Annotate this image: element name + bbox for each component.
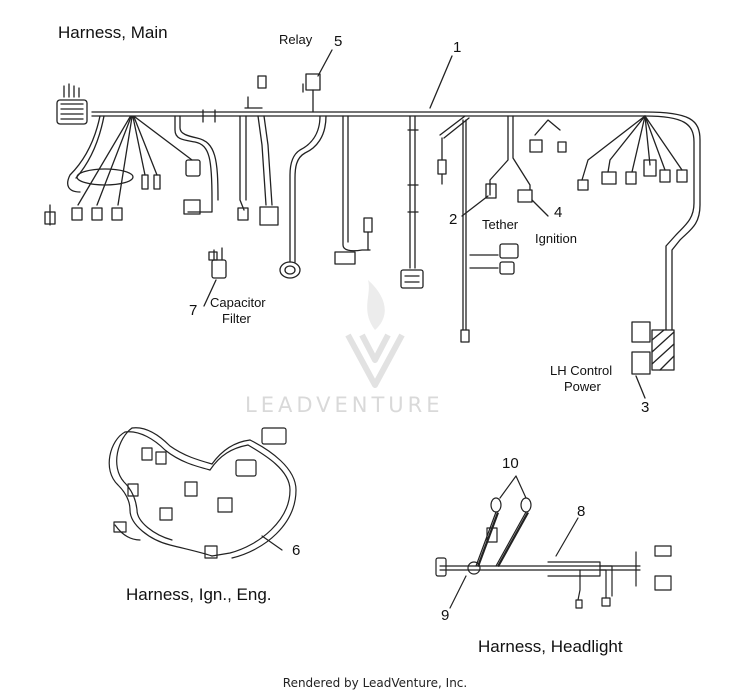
watermark-text: LEADVENTURE xyxy=(245,393,444,417)
ign-eng-harness xyxy=(108,427,297,559)
headlight-harness xyxy=(435,475,672,609)
lh-control-connector-icon xyxy=(631,321,675,375)
main-mid-branches xyxy=(237,75,279,226)
callout-3: 3 xyxy=(641,399,650,416)
side-connectors xyxy=(469,243,519,275)
label-capacitor: Capacitor xyxy=(210,295,266,310)
center-branch xyxy=(334,115,373,265)
label-ignition: Ignition xyxy=(535,231,577,246)
label-relay: Relay xyxy=(279,32,313,47)
callout-8: 8 xyxy=(577,503,586,520)
callout-6: 6 xyxy=(292,542,301,559)
footer-credit: Rendered by LeadVenture, Inc. xyxy=(282,676,468,690)
callout-5: 5 xyxy=(334,33,343,50)
grommet-branch xyxy=(279,115,327,279)
center-drop-branch xyxy=(400,115,424,289)
main-harness-trunk xyxy=(91,111,701,331)
callout-2: 2 xyxy=(449,211,458,228)
callout-7: 7 xyxy=(189,302,198,319)
label-lh-control: LH Control xyxy=(550,363,613,378)
main-loop-branch xyxy=(174,109,219,215)
label-filter: Filter xyxy=(222,311,251,326)
callout-9: 9 xyxy=(441,607,450,624)
main-connector-icon xyxy=(56,83,88,125)
small-angled-branch xyxy=(437,115,470,185)
tether-ignition-branch xyxy=(485,115,533,203)
title-harness-ign-eng: Harness, Ign., Eng. xyxy=(126,585,272,604)
label-power: Power xyxy=(564,379,601,394)
main-left-branches xyxy=(44,115,201,226)
title-harness-headlight: Harness, Headlight xyxy=(478,637,623,656)
callout-leaders-main xyxy=(203,49,646,399)
upper-right-branches xyxy=(529,119,567,153)
title-harness-main: Harness, Main xyxy=(58,23,168,42)
right-fan-branches xyxy=(577,115,688,191)
relay-icon xyxy=(302,73,321,113)
callout-1: 1 xyxy=(453,39,462,56)
callout-4: 4 xyxy=(554,204,563,221)
label-tether: Tether xyxy=(482,217,519,232)
right-center-drop xyxy=(460,119,470,343)
capacitor-filter-icon xyxy=(208,247,227,279)
callout-10: 10 xyxy=(502,455,519,472)
